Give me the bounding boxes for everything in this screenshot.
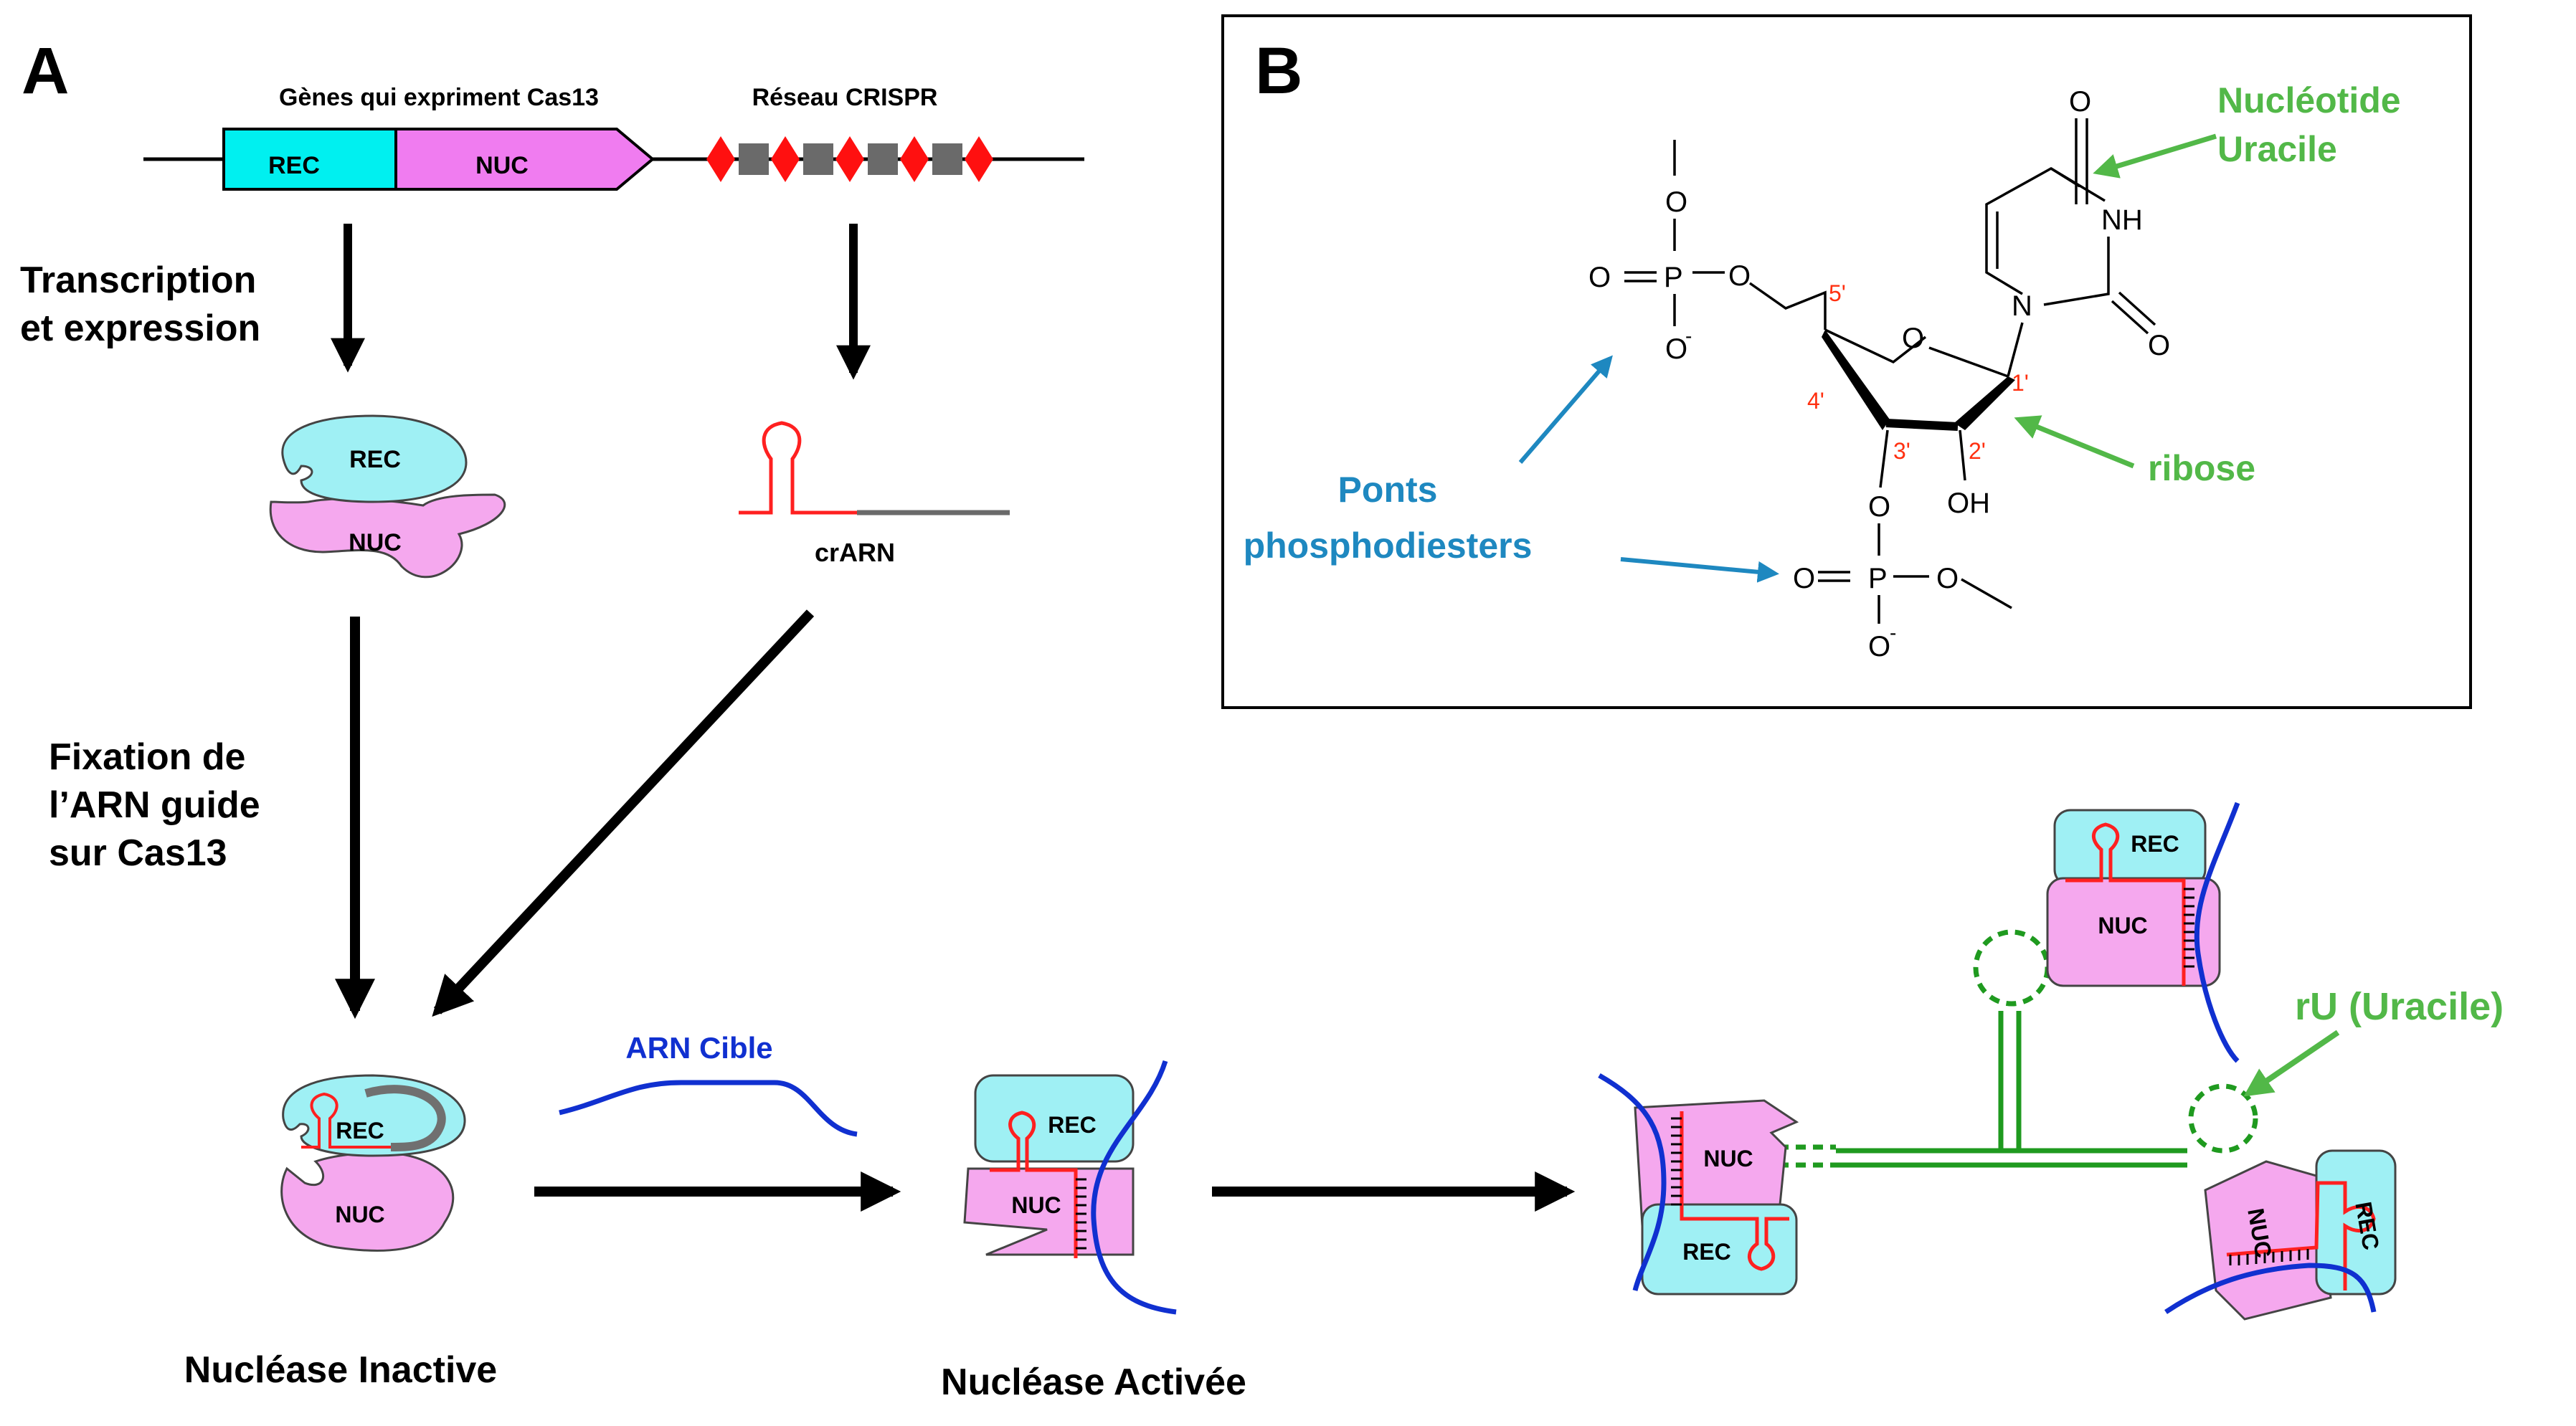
target-rna (559, 1080, 858, 1137)
protein-nuc-label: NUC (349, 529, 402, 556)
atom-oh: OH (1947, 488, 1990, 519)
atom-p-bottom: P (1868, 563, 1888, 594)
arrow-crarn-diagonal (432, 609, 815, 1017)
atom-o-minus-top: O (1665, 333, 1687, 365)
step2-line3: sur Cas13 (49, 832, 227, 874)
ru-label: rU (Uracile) (2295, 985, 2504, 1028)
ribose-arrow (2014, 415, 2135, 469)
inactive-nuc-label: NUC (335, 1202, 384, 1227)
gene-header: Gènes qui expriment Cas13 (279, 84, 599, 111)
inactive-guide-gray (364, 1085, 446, 1151)
atom-o-ring: O (1902, 323, 1924, 354)
crarn-hairpin (739, 421, 857, 515)
ponts-label-line1: Ponts (1338, 470, 1438, 510)
pos-3: 3' (1893, 438, 1910, 464)
atom-n1: N (2012, 290, 2032, 322)
cleavage-site-top (1973, 929, 2050, 1007)
activated-label: Nucléase Activée (941, 1361, 1246, 1403)
target-label: ARN Cible (625, 1031, 772, 1065)
step2-line1: Fixation de (49, 736, 245, 778)
nucleotide-arrow (2093, 133, 2217, 179)
nucleotide-label-line1: Nucléotide (2217, 80, 2401, 120)
atom-o-uracil-top: O (2069, 86, 2091, 118)
crispr-header: Réseau CRISPR (752, 84, 938, 111)
pos-2: 2' (1969, 438, 1986, 464)
panel-b-letter: B (1255, 34, 1302, 108)
cleavage-left-dash (1776, 1144, 1836, 1190)
protein-rec-label: REC (349, 446, 401, 473)
activated-nuc-label: NUC (1011, 1192, 1061, 1218)
pos-1: 1' (2012, 370, 2029, 396)
protein-rec-lobe (281, 414, 468, 503)
pos-5: 5' (1829, 280, 1846, 306)
ponts-arrow-right (1620, 557, 1779, 583)
ru-arrow (2243, 1030, 2340, 1097)
atom-o-left: O (1588, 262, 1611, 293)
atom-o-uracil-right: O (2148, 330, 2170, 361)
gene-rec-label: REC (268, 152, 320, 179)
cas13-copy-top: REC NUC (2046, 802, 2240, 1063)
copy-left-nuc: NUC (1703, 1146, 1753, 1171)
ponts-arrow-up (1518, 355, 1613, 464)
ponts-label-line2: phosphodiesters (1244, 526, 1533, 566)
gene-nuc-arrow (394, 128, 655, 191)
cas13-protein-free: REC NUC (269, 414, 506, 579)
atom-o-bottom-right: O (1936, 563, 1959, 594)
cas13-copy-left: NUC REC (1598, 1073, 1799, 1296)
atom-o-bottom-left: O (1793, 563, 1815, 594)
crarn-label: crARN (815, 538, 895, 567)
gene-locus: REC NUC Gènes qui expriment Cas13 Réseau… (143, 84, 1084, 191)
atom-o-top: O (1665, 186, 1687, 218)
pos-4: 4' (1807, 388, 1824, 414)
inactive-rec-label: REC (336, 1118, 384, 1144)
panel-b-frame (1221, 14, 2472, 709)
crispr-array (706, 136, 993, 182)
minus-top: - (1685, 325, 1692, 347)
gene-nuc-label: NUC (475, 152, 529, 179)
nucleotide-label-line2: Uracile (2217, 129, 2337, 169)
inactive-hairpin (301, 1092, 391, 1149)
inactive-label: Nucléase Inactive (184, 1349, 497, 1391)
cleavage-site-right (2188, 1083, 2258, 1154)
crarn: crARN (739, 421, 1010, 567)
copy-top-nuc: NUC (2098, 913, 2147, 938)
step1-line2: et expression (20, 308, 260, 349)
nuclease-inactive: REC NUC (280, 1074, 466, 1252)
green-rna-branch-up (1998, 1011, 2022, 1151)
step1-line1: Transcription (20, 260, 256, 301)
copy-top-rec: REC (2131, 831, 2179, 857)
inactive-nuc-lobe (280, 1151, 455, 1252)
atom-o-link5: O (1728, 260, 1751, 292)
ribose-label: ribose (2148, 448, 2255, 488)
uridine-structure: O P O O - O 5' O 4' 3' 2' 1' O OH N (1588, 86, 2170, 662)
atom-nh: NH (2101, 204, 2143, 236)
atom-o-minus-bottom: O (1868, 631, 1890, 662)
cas13-copy-right: NUC REC (2164, 1149, 2397, 1321)
nuclease-activated: REC NUC (963, 1060, 1177, 1315)
activated-target (1091, 1060, 1177, 1315)
activated-rec-label: REC (1048, 1112, 1097, 1138)
collateral-scene: REC NUC NUC REC (1598, 802, 2504, 1321)
panel-a-letter: A (22, 34, 69, 108)
atom-p-top: P (1664, 262, 1683, 293)
atom-o3: O (1868, 491, 1890, 523)
activated-nuc-box (963, 1167, 1135, 1256)
activated-hairpin (990, 1111, 1078, 1258)
step2-line2: l’ARN guide (49, 784, 260, 826)
minus-bottom: - (1890, 622, 1896, 644)
copy-left-rec: REC (1682, 1239, 1731, 1265)
activated-basepairs (1076, 1178, 1086, 1250)
